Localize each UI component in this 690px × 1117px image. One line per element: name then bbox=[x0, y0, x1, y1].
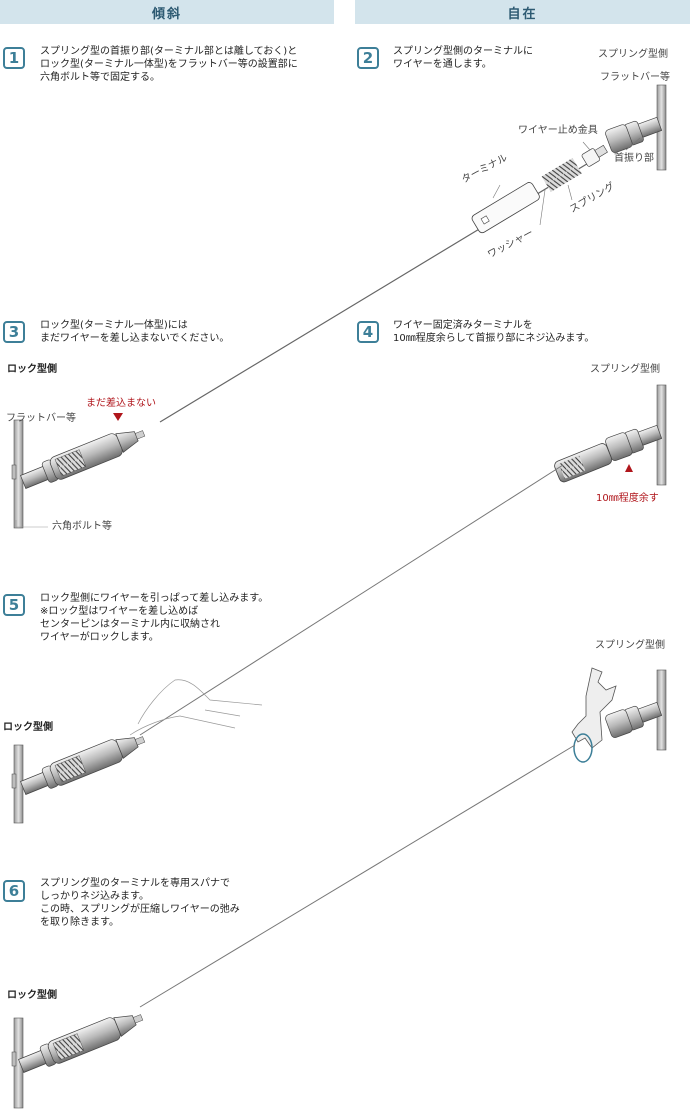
step-3-text: ロック型(ターミナル一体型)には まだワイヤーを差し込まないでください。 bbox=[40, 320, 230, 344]
step-6-diagram bbox=[11, 1005, 147, 1109]
label-spring-side: スプリング型側 bbox=[590, 364, 660, 375]
step-2-text: スプリング型側のターミナルに ワイヤーを通します。 bbox=[393, 46, 533, 70]
step-6-number: 6 bbox=[3, 880, 25, 902]
rotate-arrow-icon bbox=[573, 733, 593, 763]
hex-bolt bbox=[11, 464, 17, 480]
label-flat-bar: フラットバー等 bbox=[600, 72, 670, 83]
step-4-number: 4 bbox=[357, 321, 379, 343]
label-neck: 首振り部 bbox=[614, 153, 654, 164]
header-tilt: 傾斜 bbox=[0, 0, 334, 24]
step-4-diagram bbox=[554, 384, 667, 486]
step-6-text: スプリング型のターミナルを専用スパナで しっかりネジ込みます。 この時、スプリン… bbox=[40, 878, 240, 928]
wire bbox=[139, 744, 576, 1008]
step-5-text: ロック型側にワイヤーを引っぱって差し込みます。 ※ロック型はワイヤーを差し込めば… bbox=[40, 593, 269, 643]
step-1-text: スプリング型の首振り部(ターミナル部とは離しておく)と ロック型(ターミナル一体… bbox=[40, 46, 298, 83]
terminal bbox=[471, 182, 540, 234]
step-5-number: 5 bbox=[3, 594, 25, 616]
label-lock-side: ロック型側 bbox=[7, 990, 57, 1001]
hex-bolt bbox=[11, 773, 17, 789]
neck-part bbox=[604, 112, 664, 154]
label-spring-side: スプリング型側 bbox=[595, 640, 665, 651]
terminal bbox=[554, 443, 613, 483]
wire-stop bbox=[581, 144, 608, 167]
step-4-text: ワイヤー固定済みターミナルを 10㎜程度余らして首振り部にネジ込みます。 bbox=[393, 320, 595, 344]
hex-bolt bbox=[11, 1051, 17, 1067]
lock-unit bbox=[18, 421, 149, 494]
step-5-diagram bbox=[11, 464, 667, 1008]
neck-part bbox=[604, 697, 664, 739]
step-3-number: 3 bbox=[3, 321, 25, 343]
label-wire-stop: ワイヤー止め金具 bbox=[518, 125, 598, 136]
label-spring-side: スプリング型側 bbox=[598, 49, 668, 60]
lock-unit bbox=[16, 1005, 147, 1078]
wire bbox=[139, 464, 564, 736]
label-not-inserted: まだ差込まない bbox=[86, 398, 156, 409]
label-lock-side: ロック型側 bbox=[3, 722, 53, 733]
step-2-number: 2 bbox=[357, 47, 379, 69]
spring-coil bbox=[541, 157, 582, 192]
warning-arrow bbox=[113, 413, 123, 421]
hand bbox=[129, 679, 263, 736]
spanner-wrench bbox=[571, 667, 617, 749]
step-1-number: 1 bbox=[3, 47, 25, 69]
label-10mm-margin: 10㎜程度余す bbox=[596, 493, 659, 504]
header-free: 自在 bbox=[355, 0, 690, 24]
step-3-diagram bbox=[11, 413, 149, 529]
neck-part bbox=[604, 420, 664, 462]
step-2-diagram bbox=[159, 84, 667, 423]
label-flat-bar: フラットバー等 bbox=[6, 413, 76, 424]
lock-unit bbox=[18, 727, 149, 800]
label-hex-bolt: 六角ボルト等 bbox=[52, 521, 112, 532]
warning-arrow bbox=[625, 464, 633, 472]
label-lock-side: ロック型側 bbox=[7, 364, 57, 375]
